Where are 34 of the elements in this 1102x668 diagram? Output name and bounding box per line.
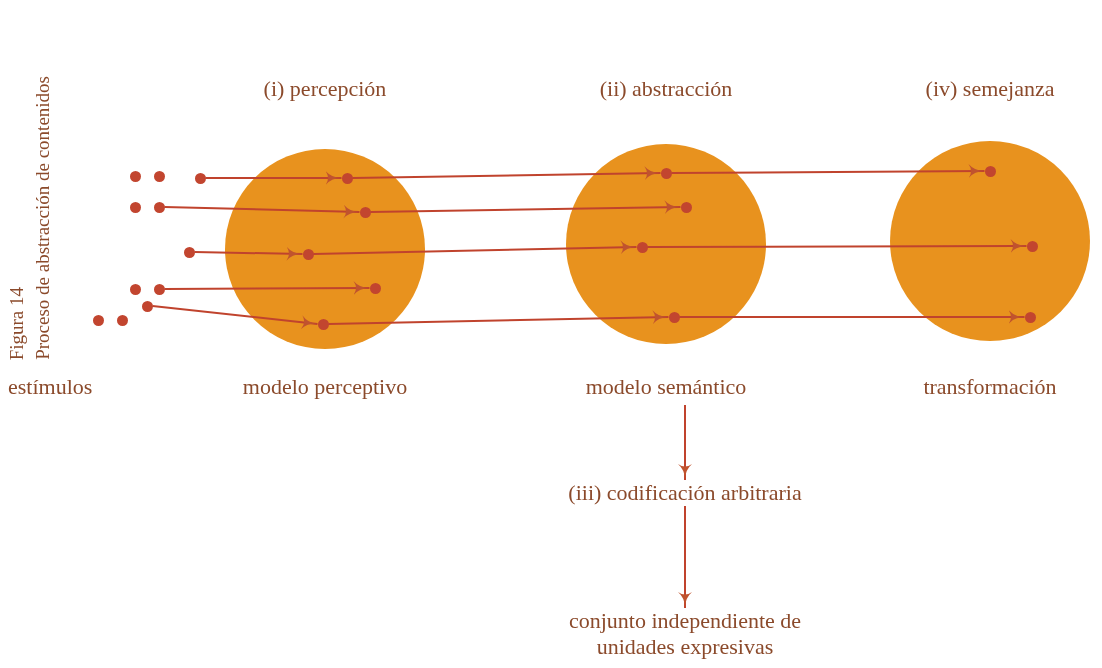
dot [129,201,141,213]
model-label: transformación [922,374,1058,400]
figure-number: Figura 14 [6,286,28,360]
dot [153,283,165,295]
dot [680,201,692,213]
dot [129,283,141,295]
step-label: (iii) codificación arbitraria [525,480,845,506]
step-label: conjunto independiente de unidades expresivas [567,608,803,660]
dot [194,172,206,184]
dot [341,172,353,184]
dot [183,246,195,258]
model-label: modelo semántico [584,374,748,400]
dot [116,314,128,326]
dot [369,282,381,294]
dot [660,167,672,179]
model-label: modelo perceptivo [241,374,409,400]
dot [141,300,153,312]
dot [1026,240,1038,252]
dot [636,241,648,253]
dot [1024,311,1036,323]
side-label: estímulos [8,374,93,400]
dot [359,206,371,218]
stage-label: (i) percepción [262,76,388,102]
dot [129,170,141,182]
dot [668,311,680,323]
figure-caption: Proceso de abstracción de contenidos [32,76,54,360]
stage-label: (ii) abstracción [598,76,734,102]
dot [317,318,329,330]
dot [153,170,165,182]
dot [302,248,314,260]
dot [984,165,996,177]
dot [92,314,104,326]
dot [153,201,165,213]
stage-label: (iv) semejanza [924,76,1056,102]
